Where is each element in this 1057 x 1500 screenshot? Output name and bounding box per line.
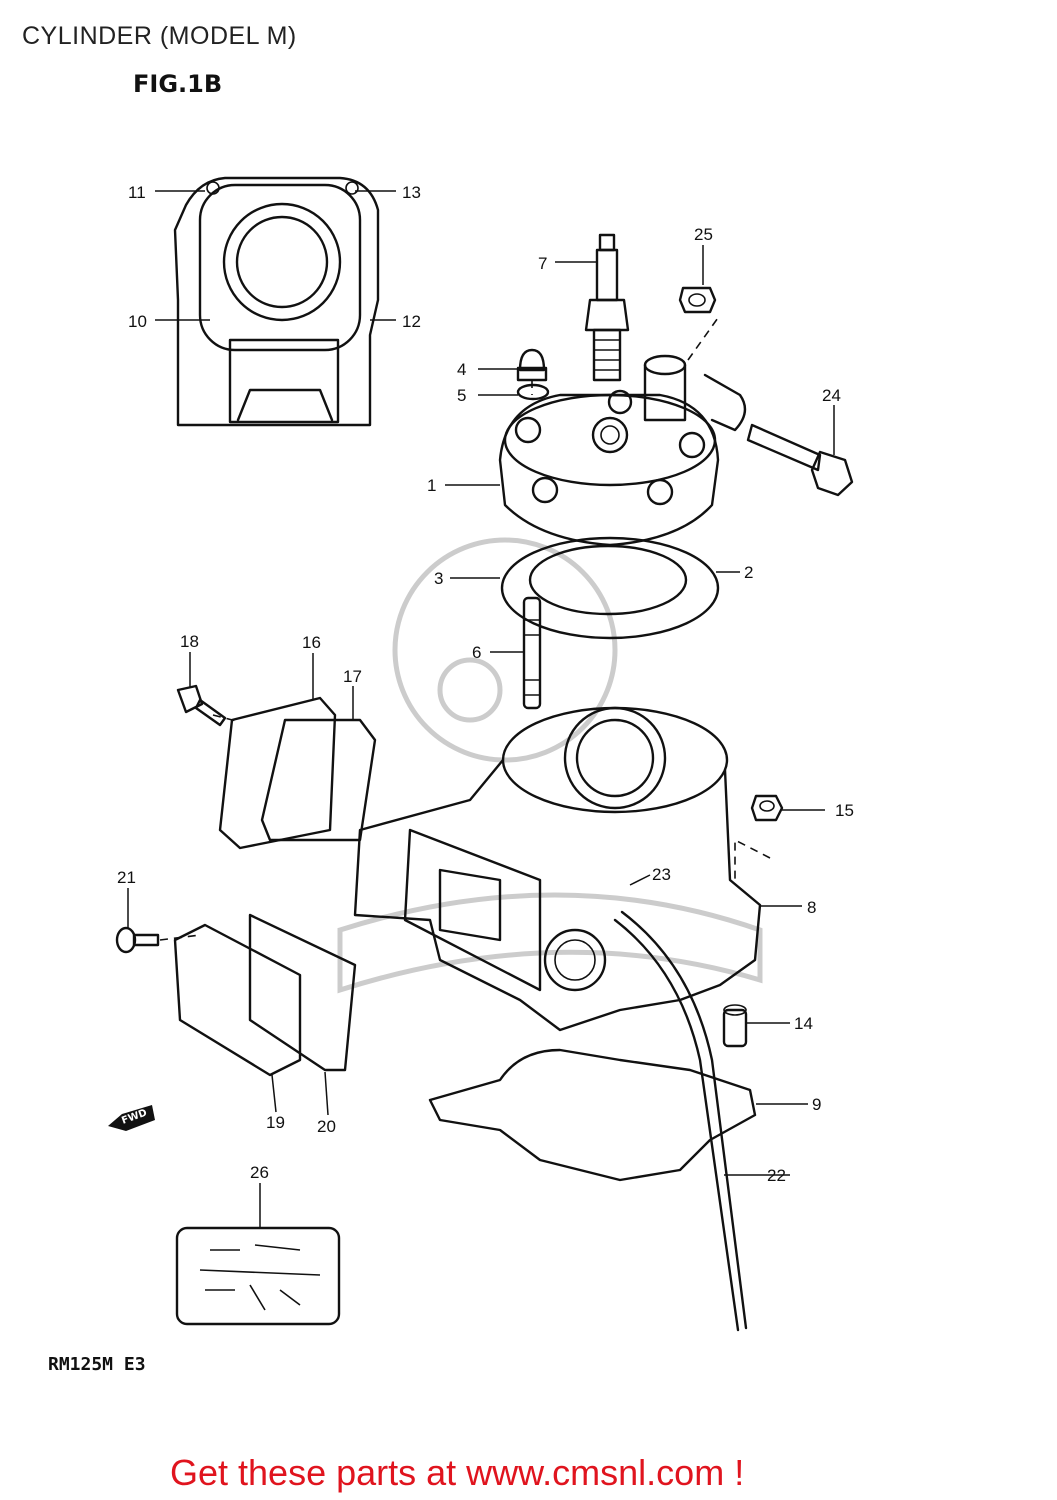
callout-22: 22 (767, 1166, 786, 1185)
callout-26: 26 (250, 1163, 269, 1182)
callout-18: 18 (180, 632, 199, 651)
leader-lines (127, 190, 835, 1228)
small-bolt (176, 684, 227, 727)
caution-label (175, 1226, 341, 1326)
callout-10: 10 (128, 312, 147, 331)
hose-edge (620, 910, 748, 1330)
callout-21: 21 (117, 868, 136, 887)
stud (522, 596, 542, 710)
callout-15: 15 (835, 801, 854, 820)
callout-6: 6 (472, 643, 481, 662)
callout-23: 23 (652, 865, 671, 884)
forward-arrow-icon: FWD (108, 1105, 155, 1131)
watermark-logo (337, 537, 763, 994)
flange-nut (678, 286, 717, 314)
callout-16: 16 (302, 633, 321, 652)
callout-19: 19 (266, 1113, 285, 1132)
callout-25: 25 (694, 225, 713, 244)
page-title: CYLINDER (MODEL M) (22, 22, 297, 50)
cylinder-top-view (173, 176, 380, 427)
callout-14: 14 (794, 1014, 813, 1033)
callout-2: 2 (744, 563, 753, 582)
callout-11: 11 (128, 183, 146, 202)
callout-5: 5 (457, 386, 466, 405)
promo-link[interactable]: Get these parts at www.cmsnl.com ! (170, 1452, 745, 1493)
cylinder-head (498, 354, 747, 547)
hose (613, 918, 740, 1332)
head-o-ring-inner (528, 544, 688, 616)
callout-8: 8 (807, 898, 816, 917)
side-cover-gasket (260, 718, 377, 842)
base-gasket (428, 1048, 757, 1182)
dowel-pin (722, 1004, 748, 1048)
nut (750, 794, 784, 822)
cylinder-body (353, 706, 762, 1032)
callout-13: 13 (402, 183, 421, 202)
callout-7: 7 (538, 254, 547, 273)
callout-20: 20 (317, 1117, 336, 1136)
side-cover (218, 696, 337, 850)
head-gasket-outer (500, 536, 720, 640)
valve-cover-gasket (248, 913, 357, 1072)
cap-nut (516, 348, 548, 382)
screw (115, 926, 160, 954)
long-bolt (746, 423, 854, 497)
callout-4: 4 (457, 360, 466, 379)
spark-plug (584, 233, 630, 382)
callout-9: 9 (812, 1095, 821, 1114)
figure-label: FIG.1B (133, 70, 223, 98)
valve-cover (173, 923, 302, 1077)
callout-numbers: 11 13 10 12 7 25 4 5 24 1 3 2 6 18 16 17… (117, 183, 854, 1185)
callout-1: 1 (427, 476, 436, 495)
model-code: RM125M E3 (48, 1354, 146, 1375)
callout-17: 17 (343, 667, 362, 686)
callout-3: 3 (434, 569, 443, 588)
callout-24: 24 (822, 386, 841, 405)
washer (516, 383, 550, 401)
callout-12: 12 (402, 312, 421, 331)
